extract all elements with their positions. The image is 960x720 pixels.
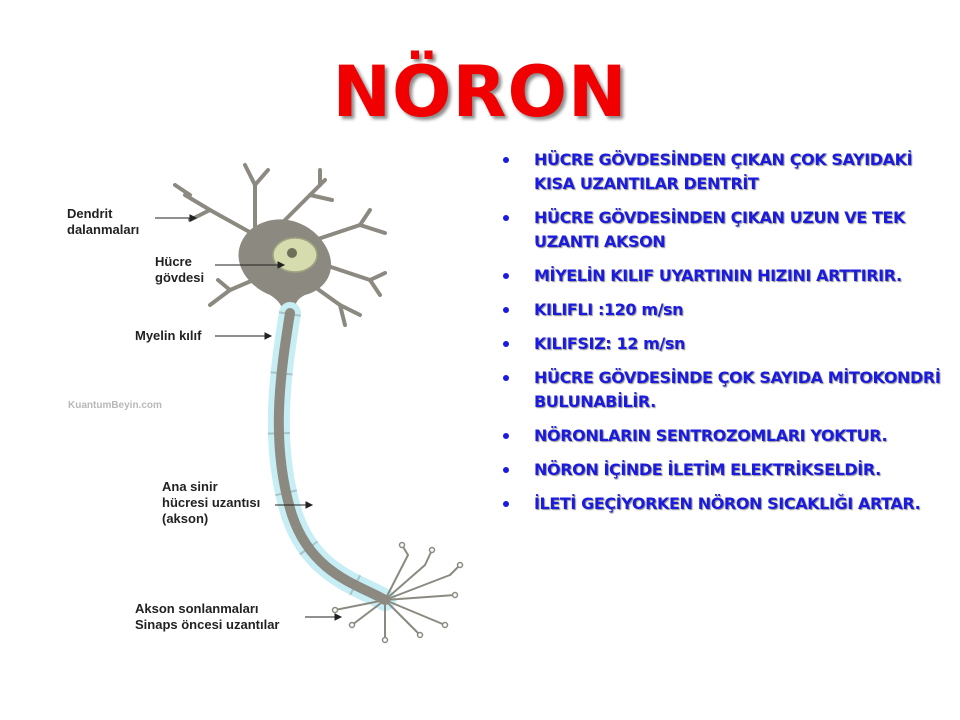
bullet-text: MİYELİN KILIF UYARTININ HIZINI ARTTIRIR. <box>534 266 902 285</box>
terminal-boutons <box>331 541 464 644</box>
bullet-dot-icon <box>503 157 509 163</box>
bullet-text: NÖRONLARIN SENTROZOMLARI YOKTUR. <box>534 426 888 445</box>
bullet-item: HÜCRE GÖVDESİNDEN ÇIKAN ÇOK SAYIDAKİ KIS… <box>500 148 945 196</box>
bullet-item: HÜCRE GÖVDESİNDE ÇOK SAYIDA MİTOKONDRİ B… <box>500 366 945 414</box>
neuron-figure: Dendrit dalanmaları Hücre gövdesi Myelin… <box>40 155 480 655</box>
bullet-text: İLETİ GEÇİYORKEN NÖRON SICAKLIĞI ARTAR. <box>534 494 921 513</box>
axon <box>273 308 390 605</box>
bullet-item: KILIFLI :120 m/sn <box>500 298 945 322</box>
bullet-dot-icon <box>503 433 509 439</box>
watermark: KuantumBeyin.com <box>68 400 162 411</box>
axon-myelin <box>267 302 396 611</box>
bullet-dot-icon <box>503 307 509 313</box>
label-axon: Ana sinir hücresi uzantısı (akson) <box>162 479 261 526</box>
bullet-item: NÖRON İÇİNDE İLETİM ELEKTRİKSELDİR. <box>500 458 945 482</box>
label-cell-body: Hücre gövdesi <box>155 254 205 285</box>
bullet-dot-icon <box>503 467 509 473</box>
label-myelin: Myelin kılıf <box>135 328 202 343</box>
bullet-text: KILIFSIZ: 12 m/sn <box>534 334 685 353</box>
label-dendrite: Dendrit dalanmaları <box>67 206 140 237</box>
dendrites <box>173 163 387 327</box>
label-arrows <box>155 214 343 621</box>
bullet-text: HÜCRE GÖVDESİNDE ÇOK SAYIDA MİTOKONDRİ B… <box>534 368 941 411</box>
bullet-dot-icon <box>503 501 509 507</box>
bullet-dot-icon <box>503 273 509 279</box>
label-axon-terminals: Akson sonlanmaları Sinaps öncesi uzantıl… <box>135 601 280 632</box>
bullet-dot-icon <box>503 341 509 347</box>
neuron-diagram <box>155 163 464 644</box>
bullet-list: HÜCRE GÖVDESİNDEN ÇIKAN ÇOK SAYIDAKİ KIS… <box>500 148 945 526</box>
bullet-item: KILIFSIZ: 12 m/sn <box>500 332 945 356</box>
axon-terminals <box>334 544 461 641</box>
bullet-item: HÜCRE GÖVDESİNDEN ÇIKAN UZUN VE TEK UZAN… <box>500 206 945 254</box>
neuron-drawing <box>173 163 464 644</box>
slide-title: NÖRON <box>332 51 628 133</box>
bullet-text: HÜCRE GÖVDESİNDEN ÇIKAN ÇOK SAYIDAKİ KIS… <box>534 150 913 193</box>
bullet-item: NÖRONLARIN SENTROZOMLARI YOKTUR. <box>500 424 945 448</box>
bullet-text: HÜCRE GÖVDESİNDEN ÇIKAN UZUN VE TEK UZAN… <box>534 208 905 251</box>
bullet-text: NÖRON İÇİNDE İLETİM ELEKTRİKSELDİR. <box>534 460 881 479</box>
bullet-text: KILIFLI :120 m/sn <box>534 300 684 319</box>
bullet-item: İLETİ GEÇİYORKEN NÖRON SICAKLIĞI ARTAR. <box>500 492 945 516</box>
bullet-dot-icon <box>503 375 509 381</box>
bullet-dot-icon <box>503 215 509 221</box>
nucleolus <box>287 248 297 258</box>
bullet-item: MİYELİN KILIF UYARTININ HIZINI ARTTIRIR. <box>500 264 945 288</box>
